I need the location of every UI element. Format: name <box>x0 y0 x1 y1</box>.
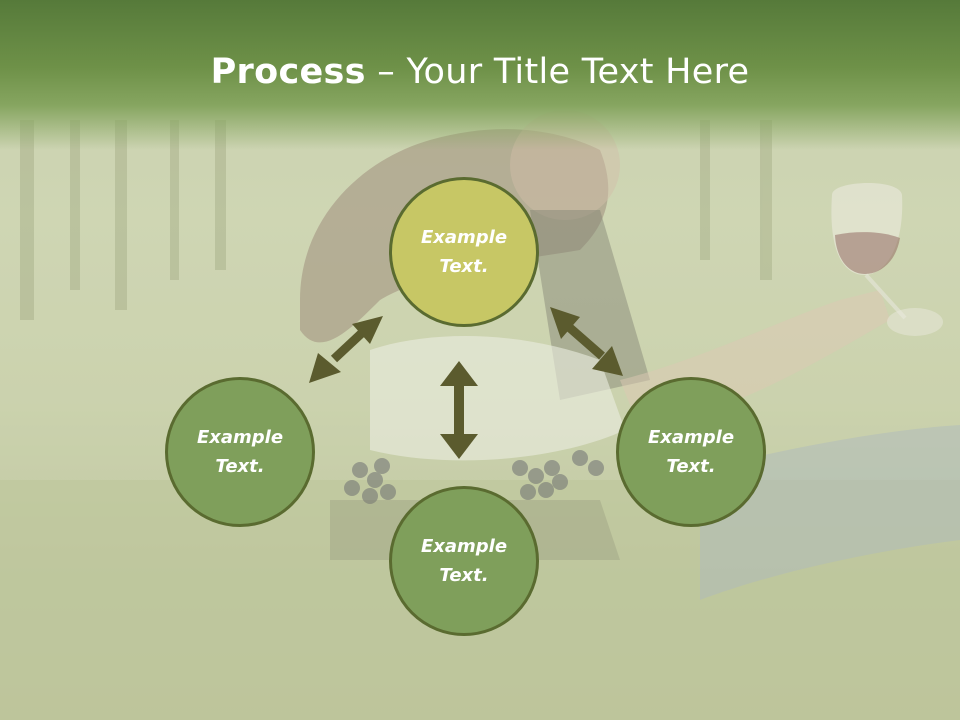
process-node-bottom: Example Text. <box>389 486 539 636</box>
arrow-top-right <box>550 307 623 376</box>
arrow-top-left <box>309 316 383 383</box>
process-node-top: Example Text. <box>389 177 539 327</box>
node-left-text: Example Text. <box>196 427 284 477</box>
process-node-left: Example Text. <box>165 377 315 527</box>
arrow-vertical <box>440 361 478 459</box>
process-node-right: Example Text. <box>616 377 766 527</box>
title-band <box>0 0 960 150</box>
slide-title: Process – Your Title Text Here <box>0 52 960 92</box>
node-top-text: Example Text. <box>420 227 508 277</box>
title-rest: – Your Title Text Here <box>365 52 750 92</box>
node-right-text: Example Text. <box>647 427 735 477</box>
title-bold: Process <box>210 52 366 92</box>
node-bottom-text: Example Text. <box>420 536 508 586</box>
